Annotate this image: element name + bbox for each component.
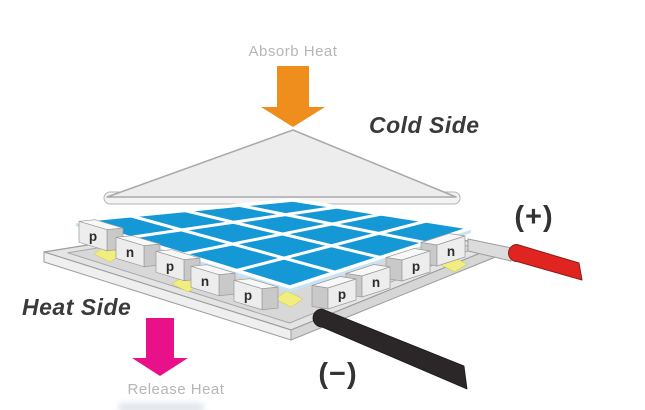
semiconductor-side-face xyxy=(218,272,236,297)
block-label: p xyxy=(244,288,252,303)
semiconductor-front-face xyxy=(78,220,108,252)
block-label: n xyxy=(372,275,380,290)
block-label: p xyxy=(338,287,346,302)
semiconductor-side-face xyxy=(261,286,279,311)
block-label: p xyxy=(166,259,174,274)
semiconductor-front-face xyxy=(115,236,145,268)
cold-side-label: Cold Side xyxy=(369,112,480,138)
bottom-electrode xyxy=(274,290,304,308)
tile-grid-line xyxy=(184,209,381,259)
absorb-heat-arrow xyxy=(261,66,325,127)
semiconductor-front-face xyxy=(155,250,185,282)
semiconductor-front-face xyxy=(401,250,431,282)
tile-grid-line xyxy=(129,214,336,274)
release-heat-label: Release Heat xyxy=(127,381,225,398)
tile-grid-line xyxy=(238,203,427,245)
block-label: n xyxy=(201,274,209,289)
tile-layer xyxy=(74,198,473,289)
positive-terminal-label: (+) xyxy=(514,201,554,233)
positive-terminal-tab xyxy=(467,238,517,262)
cropped-artifact xyxy=(118,403,204,410)
release-heat-arrow xyxy=(132,318,188,376)
block-label: p xyxy=(89,229,97,244)
semiconductor-front-face xyxy=(436,235,466,267)
block-label: n xyxy=(126,245,134,260)
heat-side-label: Heat Side xyxy=(22,294,132,320)
block-label: p xyxy=(412,259,420,274)
semiconductor-side-face xyxy=(311,285,329,310)
semiconductor-front-face xyxy=(361,266,391,298)
positive-wire xyxy=(508,244,583,281)
semiconductor-front-face xyxy=(327,278,357,310)
block-label: n xyxy=(447,244,455,259)
negative-terminal-label: (−) xyxy=(318,358,358,390)
cold-plate xyxy=(106,129,457,198)
semiconductor-front-face xyxy=(190,265,220,297)
absorb-heat-label: Absorb Heat xyxy=(248,43,338,60)
semiconductor-front-face xyxy=(233,279,263,311)
negative-wire xyxy=(312,308,468,390)
